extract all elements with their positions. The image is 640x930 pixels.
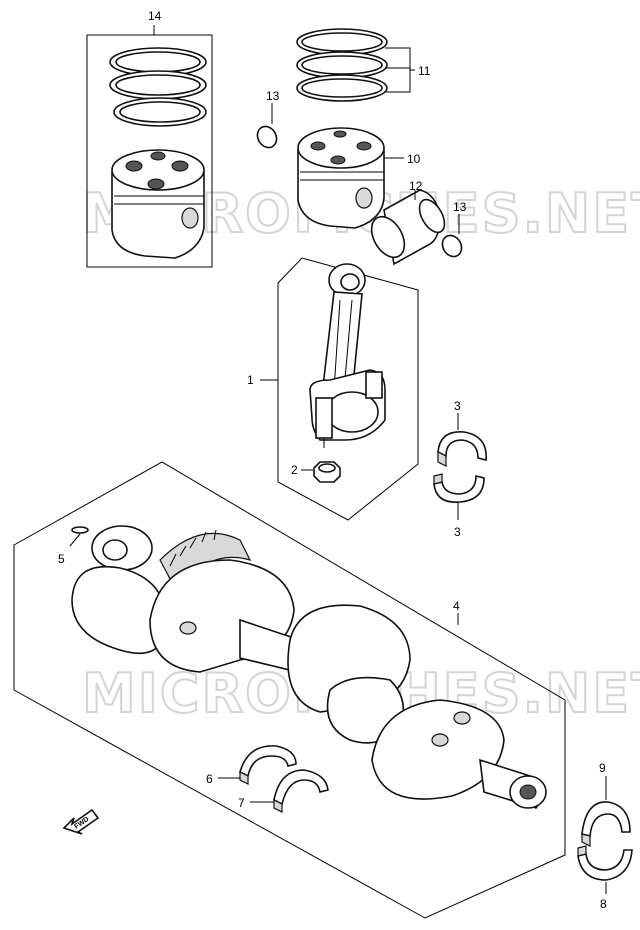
piston-set-assembly [86,25,213,268]
piston-rings [296,28,415,102]
connecting-rod-assembly [260,257,419,521]
callout-1: 1 [247,373,254,387]
callout-2: 2 [291,463,298,477]
piston-pin [370,189,446,266]
callout-6: 6 [206,772,213,786]
callout-10: 10 [407,152,421,166]
circlip-top [256,103,278,149]
callout-13-top: 13 [266,89,280,103]
callout-5: 5 [58,552,65,566]
circlip-right [441,214,463,258]
callout-9: 9 [599,761,606,775]
crank-main-bearings [218,745,329,813]
con-rod-bearings [433,413,487,520]
crankshaft-assembly [13,461,566,919]
callout-14: 14 [148,9,162,23]
callout-3-bottom: 3 [454,525,461,539]
callout-8: 8 [600,897,607,911]
callout-13-right: 13 [453,200,467,214]
piston [297,127,404,229]
callout-4: 4 [453,599,460,613]
callout-3-top: 3 [454,399,461,413]
connecting-rod-frame [277,257,419,521]
piston-small [111,171,205,259]
callout-11: 11 [418,64,431,78]
piston-set-frame [86,34,213,268]
crankshaft-frame [13,461,566,919]
thrust-bearings [577,776,633,894]
con-rod-nut [301,461,341,483]
fwd-arrow-icon: FWD [62,808,100,835]
callout-12: 12 [409,179,423,193]
callout-7: 7 [238,796,245,810]
